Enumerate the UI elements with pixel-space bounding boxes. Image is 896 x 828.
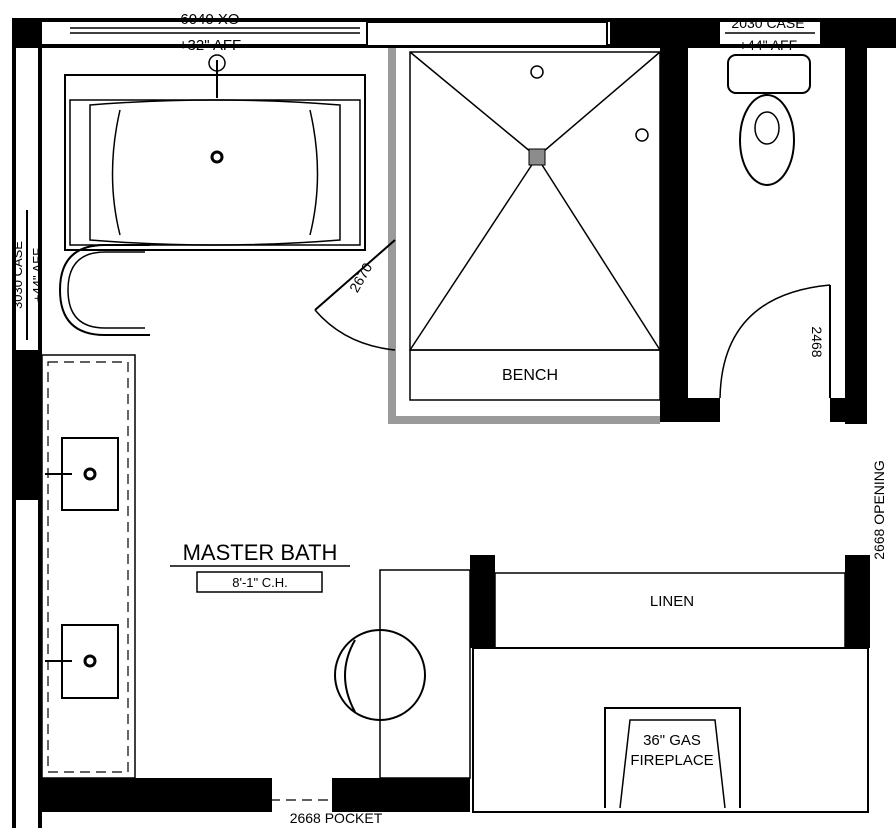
vanity (41, 354, 136, 779)
toilet-door[interactable]: 2468 (719, 284, 831, 399)
room-name: MASTER BATH (183, 540, 338, 565)
window-size-label: 3030 CASE (10, 241, 25, 309)
door-label: 2670 (346, 260, 376, 295)
window-top-left: 6040 XO +32" AFF (70, 11, 608, 54)
window-height-label: +44" AFF (30, 248, 45, 302)
window-top-right: 2030 CASE +44" AFF (722, 15, 818, 53)
sink (45, 624, 119, 699)
shower: BENCH (388, 48, 661, 424)
window-height-label: +44" AFF (739, 37, 797, 53)
door-label: 2668 POCKET (290, 810, 383, 826)
shower-door[interactable]: 2670 (314, 239, 396, 351)
linen-closet: LINEN (494, 572, 846, 649)
fireplace-label: 36" GAS (643, 732, 701, 749)
linen-label: LINEN (650, 593, 694, 610)
window-size-label: 6040 XO (180, 11, 239, 28)
door-label: 2468 (809, 326, 825, 357)
toilet (727, 54, 811, 186)
fireplace-label: FIREPLACE (630, 752, 713, 769)
pocket-door[interactable]: 2668 POCKET (270, 569, 471, 826)
window-left: 3030 CASE +44" AFF (10, 205, 45, 345)
window-height-label: +32" AFF (179, 37, 241, 54)
bench-label: BENCH (502, 367, 558, 384)
walls (12, 18, 896, 828)
opening-label: 2668 OPENING (871, 460, 887, 560)
sink (45, 437, 119, 511)
window-size-label: 2030 CASE (731, 15, 804, 31)
ceiling-height: 8'-1" C.H. (232, 575, 288, 590)
bathtub (64, 54, 366, 251)
chair (58, 244, 150, 336)
fireplace: 36" GAS FIREPLACE (472, 647, 869, 813)
